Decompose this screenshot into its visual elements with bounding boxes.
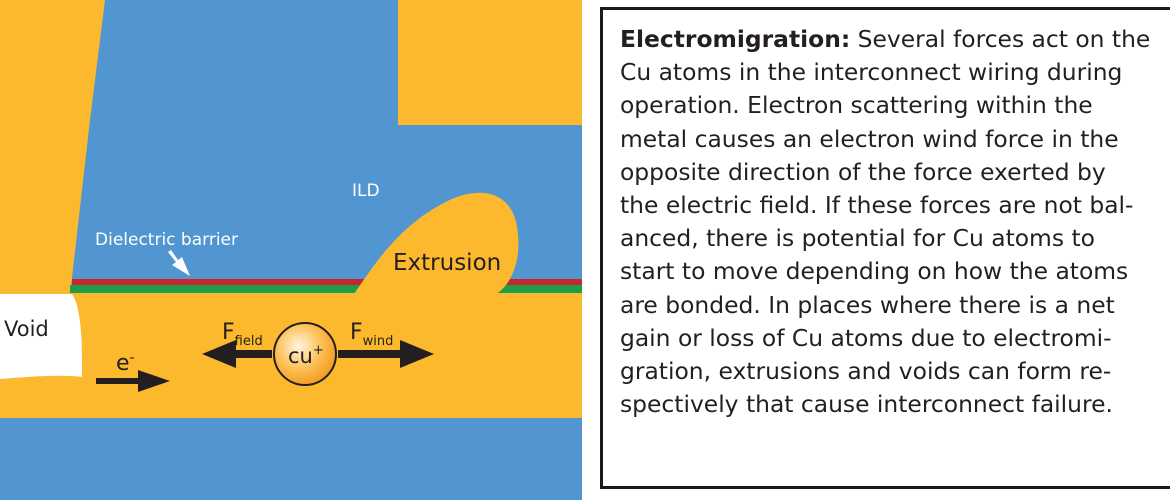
description-box: Electromigration: Several forces act on … bbox=[600, 7, 1170, 489]
description-line-7: anced, there is potential for Cu atoms t… bbox=[620, 224, 1095, 253]
barrier-green-layer bbox=[70, 285, 590, 293]
description-line-1-rest: Several forces act on the bbox=[850, 25, 1151, 53]
f-field-subscript: field bbox=[235, 334, 263, 349]
electron-arrow bbox=[96, 370, 170, 392]
description-line-1: Electromigration: Several forces act on … bbox=[620, 23, 1170, 56]
extrusion-label: Extrusion bbox=[393, 250, 501, 276]
f-wind-label: Fwind bbox=[350, 320, 393, 349]
f-wind-subscript: wind bbox=[363, 334, 394, 349]
description-line-5: opposite direction of the force exerted … bbox=[620, 157, 1106, 186]
f-field-label: Ffield bbox=[222, 320, 263, 349]
electron-label: e- bbox=[116, 350, 135, 376]
description-title: Electromigration: bbox=[620, 25, 851, 53]
description-line-3: operation. Electron scattering within th… bbox=[620, 91, 1093, 120]
extrusion-bulge bbox=[350, 192, 519, 300]
diagram-divider bbox=[582, 0, 590, 500]
cu-ion-sup: + bbox=[313, 343, 324, 358]
description-line-4: metal causes an electron wind force in t… bbox=[620, 124, 1119, 153]
electromigration-diagram: ILD Dielectric barrier Extrusion Void e-… bbox=[0, 0, 590, 500]
f-wind-arrow bbox=[338, 340, 434, 368]
description-line-6: the electric field. If these forces are … bbox=[620, 191, 1134, 220]
right-via bbox=[398, 0, 590, 125]
description-line-11: gration, extrusions and voids can form r… bbox=[620, 357, 1112, 386]
barrier-pointer-arrow bbox=[168, 250, 190, 276]
description-text: Electromigration: Several forces act on … bbox=[620, 23, 1170, 421]
cu-ion-label: cu+ bbox=[288, 343, 324, 368]
electron-sup: - bbox=[130, 350, 135, 366]
ild-label: ILD bbox=[352, 181, 380, 201]
dielectric-barrier-label: Dielectric barrier bbox=[95, 230, 238, 250]
description-line-10: gain or loss of Cu atoms due to electrom… bbox=[620, 323, 1112, 352]
description-line-12: spectively that cause interconnect failu… bbox=[620, 390, 1113, 419]
f-field-arrow bbox=[202, 340, 272, 368]
description-line-8: start to move depending on how the atoms bbox=[620, 257, 1129, 286]
void-label: Void bbox=[4, 317, 49, 341]
description-line-2: Cu atoms in the interconnect wiring duri… bbox=[620, 58, 1123, 87]
description-line-9: are bonded. In places where there is a n… bbox=[620, 290, 1115, 319]
cu-ion-circle bbox=[273, 322, 337, 386]
barrier-red-layer bbox=[72, 279, 590, 285]
left-via bbox=[0, 0, 105, 295]
void-shape bbox=[0, 294, 82, 379]
